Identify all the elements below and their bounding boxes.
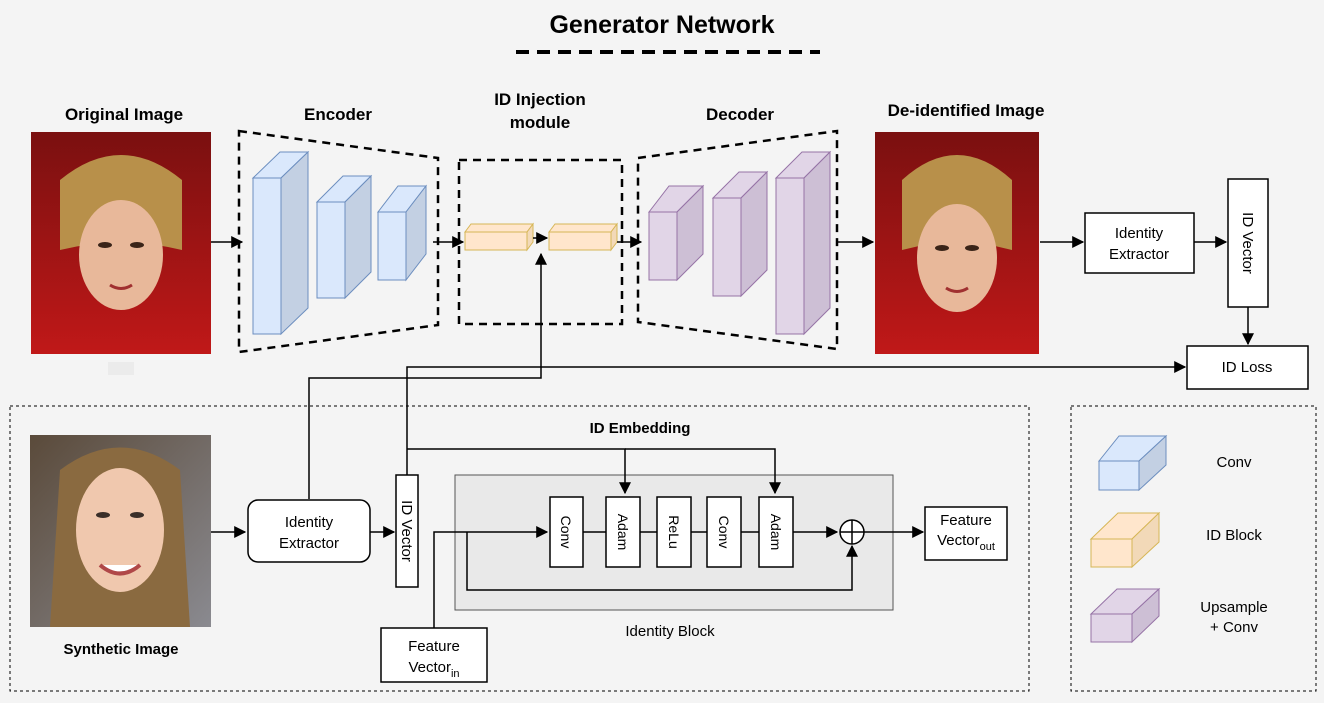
connector-extractor-to-idloss [308, 361, 1187, 499]
original-image [31, 132, 211, 354]
encoder-conv-block-1 [251, 150, 310, 336]
identity-extractor-top-line2: Extractor [1109, 246, 1169, 263]
deidentified-image-label: De-identified Image [888, 101, 1045, 120]
feature-vector-in-subscript: in [451, 668, 460, 680]
connector-idvector-to-injection [406, 252, 547, 475]
feature-vector-out-word: Vector [937, 532, 980, 549]
feature-vector-in-line2: Vectorin [408, 659, 459, 680]
layer-conv-1 [549, 496, 584, 568]
id-block-2 [548, 222, 618, 252]
id-loss-label: ID Loss [1222, 359, 1273, 376]
synthetic-image-label: Synthetic Image [63, 641, 178, 658]
connector-skip-to-sum [466, 532, 858, 591]
legend-id-block-label: ID Block [1206, 527, 1262, 544]
encoder-conv-block-2 [315, 174, 373, 300]
layer-conv-2-label: Conv [716, 516, 732, 549]
sum-node [839, 519, 865, 545]
synthetic-image [30, 435, 211, 627]
decoder-upsample-block-3 [774, 150, 832, 336]
id-block-1 [464, 222, 534, 252]
id-vector-top-label: ID Vector [1239, 212, 1256, 274]
feature-vector-out-line2: Vectorout [937, 532, 995, 553]
layer-conv-1-label: Conv [558, 516, 574, 549]
legend-conv-swatch [1097, 434, 1168, 492]
identity-extractor-top [1084, 212, 1195, 274]
layer-adam-1-label: Adam [615, 514, 631, 551]
identity-extractor-bottom [247, 499, 371, 563]
decoder-upsample-block-1 [647, 184, 705, 282]
id-injection-label-line1: ID Injection [494, 90, 586, 109]
connector-featurein-to-conv [433, 526, 549, 628]
connector-idvector-to-adam2 [625, 448, 781, 495]
feature-vector-in-box [380, 627, 488, 683]
small-placeholder [108, 362, 134, 375]
legend-id-block-swatch [1089, 511, 1161, 569]
feature-vector-in-word: Vector [408, 659, 451, 676]
identity-extractor-bottom-line2: Extractor [279, 535, 339, 552]
decoder-trapezoid [636, 129, 839, 351]
encoder-conv-block-3 [376, 184, 428, 282]
legend-upsample-label-line1: Upsample [1200, 599, 1268, 616]
legend-upsample-label-line2: + Conv [1210, 619, 1258, 636]
id-vector-top [1227, 178, 1269, 308]
encoder-trapezoid [237, 129, 440, 354]
legend-container [1070, 405, 1317, 692]
id-injection-label-line2: module [510, 113, 570, 132]
feature-vector-in-line1: Feature [408, 638, 460, 655]
original-image-label: Original Image [65, 105, 183, 124]
decoder-upsample-block-2 [711, 170, 769, 298]
legend-conv-label: Conv [1216, 454, 1252, 471]
id-embedding-label: ID Embedding [590, 420, 691, 437]
identity-extractor-bottom-line1: Identity [285, 514, 334, 531]
layer-adam-2 [758, 496, 794, 568]
id-vector-bottom-label: ID Vector [398, 500, 415, 562]
decoder-label: Decoder [706, 105, 774, 124]
feature-vector-out-subscript: out [980, 541, 995, 553]
encoder-label: Encoder [304, 105, 372, 124]
id-loss-box [1186, 345, 1309, 390]
deidentified-image [875, 132, 1039, 354]
id-vector-bottom [395, 474, 419, 588]
feature-vector-out-line1: Feature [940, 512, 992, 529]
feature-vector-out-box [924, 506, 1008, 561]
id-embedding-container [9, 405, 1030, 692]
identity-extractor-top-line1: Identity [1115, 225, 1164, 242]
identity-block-label: Identity Block [625, 623, 715, 640]
layer-adam-2-label: Adam [768, 514, 784, 551]
diagram-title: Generator Network [549, 11, 774, 39]
legend-upsample-swatch [1089, 587, 1161, 644]
layer-relu-label: ReLu [666, 515, 682, 548]
